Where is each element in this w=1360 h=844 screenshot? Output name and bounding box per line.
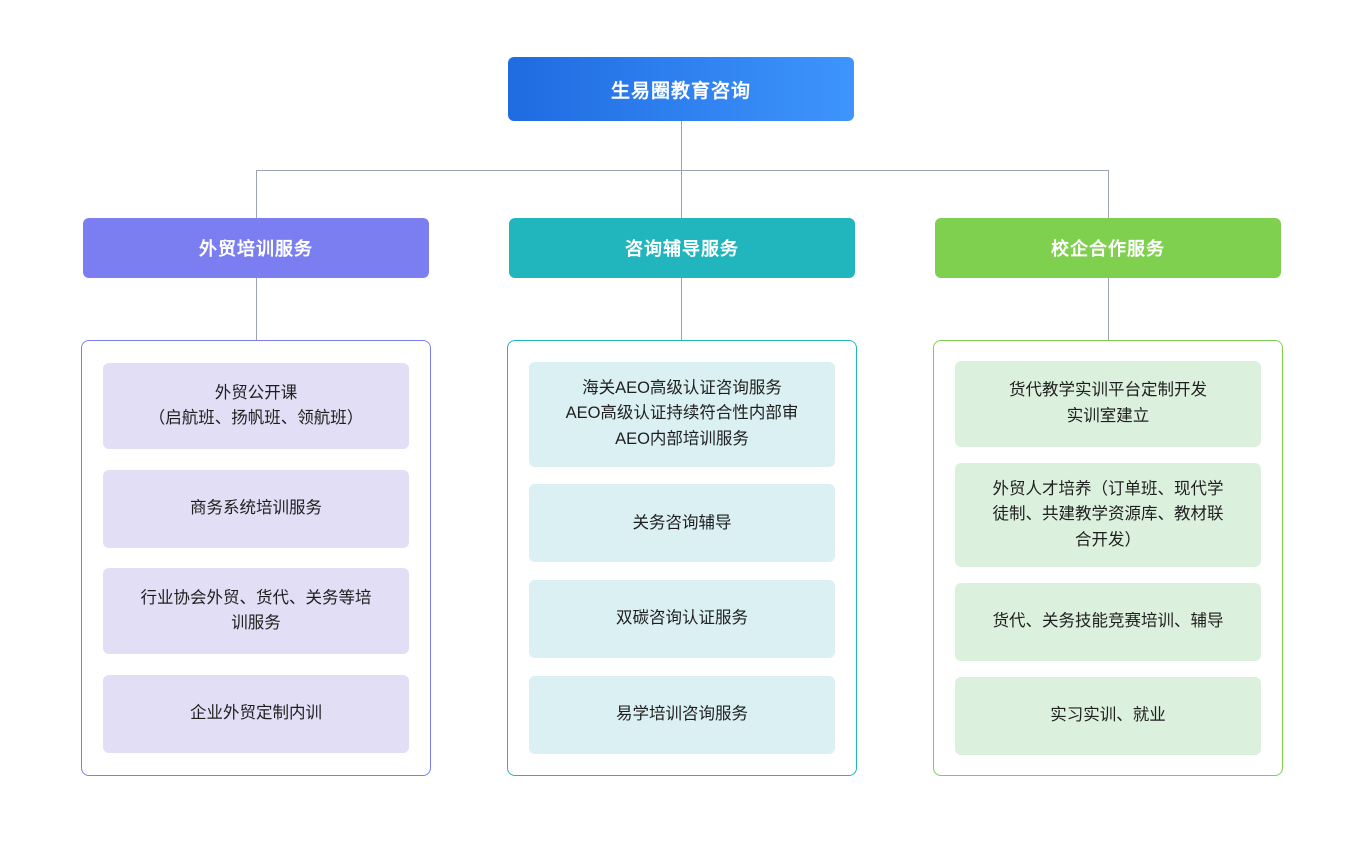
root-node-label: 生易圈教育咨询	[610, 80, 751, 102]
leaf-card[interactable]: 海关AEO高级认证咨询服务 AEO高级认证持续符合性内部审 AEO内部培训服务	[529, 361, 835, 467]
leaf-card[interactable]: 关务咨询辅导	[529, 484, 835, 563]
connector-drop-branch-2	[681, 170, 682, 218]
connector-drop-branch-1	[256, 170, 257, 218]
branch-header-label: 咨询辅导服务	[625, 239, 739, 259]
connector-header-to-group-2	[681, 278, 682, 340]
branch-group-zixun-fudao: 海关AEO高级认证咨询服务 AEO高级认证持续符合性内部审 AEO内部培训服务 …	[507, 340, 857, 776]
leaf-card[interactable]: 商务系统培训服务	[103, 469, 409, 548]
connector-drop-branch-3	[1108, 170, 1109, 218]
branch-header-zixun-fudao[interactable]: 咨询辅导服务	[509, 218, 855, 278]
branch-group-xiaoqi-hezuo: 货代教学实训平台定制开发 实训室建立 外贸人才培养（订单班、现代学 徒制、共建教…	[933, 340, 1283, 776]
connector-horizontal-bus	[256, 170, 1108, 171]
branch-header-label: 校企合作服务	[1051, 239, 1165, 259]
leaf-card[interactable]: 外贸公开课 （启航班、扬帆班、领航班）	[103, 363, 409, 450]
leaf-card[interactable]: 货代教学实训平台定制开发 实训室建立	[955, 360, 1261, 447]
leaf-card[interactable]: 外贸人才培养（订单班、现代学 徒制、共建教学资源库、教材联 合开发）	[955, 462, 1261, 568]
branch-header-label: 外贸培训服务	[199, 239, 313, 259]
connector-header-to-group-3	[1108, 278, 1109, 340]
leaf-card[interactable]: 行业协会外贸、货代、关务等培 训服务	[103, 568, 409, 655]
leaf-card[interactable]: 实习实训、就业	[955, 677, 1261, 756]
leaf-card[interactable]: 双碳咨询认证服务	[529, 580, 835, 659]
leaf-card[interactable]: 易学培训咨询服务	[529, 676, 835, 755]
branch-header-waimao-peixun[interactable]: 外贸培训服务	[83, 218, 429, 278]
connector-root-stem	[681, 121, 682, 171]
connector-header-to-group-1	[256, 278, 257, 340]
branch-header-xiaoqi-hezuo[interactable]: 校企合作服务	[935, 218, 1281, 278]
branch-group-waimao-peixun: 外贸公开课 （启航班、扬帆班、领航班） 商务系统培训服务 行业协会外贸、货代、关…	[81, 340, 431, 776]
root-node[interactable]: 生易圈教育咨询	[508, 57, 854, 121]
leaf-card[interactable]: 企业外贸定制内训	[103, 674, 409, 753]
leaf-card[interactable]: 货代、关务技能竞赛培训、辅导	[955, 583, 1261, 662]
